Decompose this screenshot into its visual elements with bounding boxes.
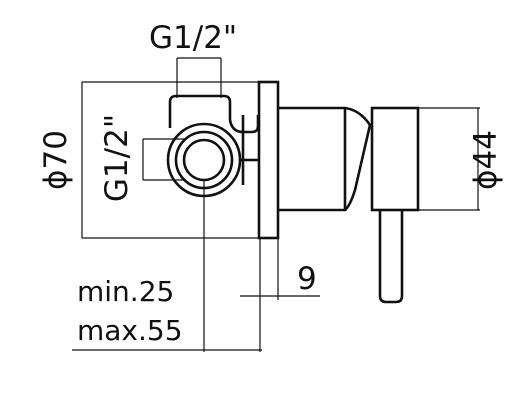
lever (378, 210, 404, 304)
max-depth-label: max.55 (77, 314, 183, 347)
wall-plate (257, 80, 280, 240)
top-thread-dimension (176, 57, 222, 98)
body-diameter-dimension (380, 107, 480, 211)
inlet-body (168, 94, 260, 134)
side-thread-label: G1/2" (99, 114, 135, 202)
outlet-ring-mid (174, 130, 234, 190)
cartridge-body (278, 106, 347, 212)
depth-dimensions (72, 180, 320, 352)
handle-housing (370, 106, 420, 212)
outlet-ring-inner (182, 138, 226, 182)
body-diameter-label: ϕ44 (468, 130, 504, 190)
outer-diameter-dimension (81, 81, 270, 239)
wall-offset-label: 9 (297, 261, 317, 297)
min-depth-label: min.25 (77, 275, 174, 308)
mixer-valve (166, 80, 420, 304)
top-thread-label: G1/2" (149, 20, 237, 56)
side-thread-dimension (142, 138, 186, 181)
outer-diameter-label: ϕ70 (38, 130, 74, 190)
